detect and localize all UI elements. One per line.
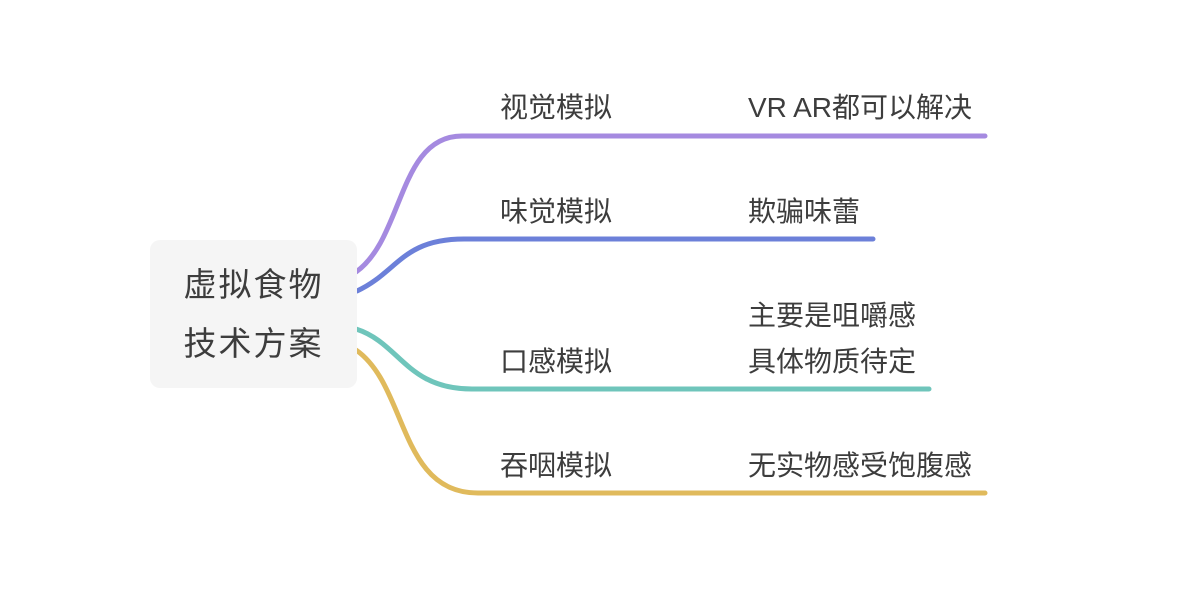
branch-connector-texture bbox=[353, 326, 932, 392]
branch-node-swallow[interactable]: 吞咽模拟 bbox=[500, 450, 613, 481]
branch-node-visual[interactable]: 视觉模拟 bbox=[500, 92, 613, 123]
branch-connector-taste bbox=[354, 236, 876, 294]
branch-note-visual[interactable]: VR AR都可以解决 bbox=[748, 92, 973, 123]
root-node-title-line2: 技术方案 bbox=[183, 325, 324, 362]
branch-connector-visual bbox=[353, 133, 988, 275]
root-node-title-line1: 虚拟食物 bbox=[183, 266, 324, 303]
branch-note-texture-1[interactable]: 主要是咀嚼感 bbox=[748, 300, 917, 331]
branch-node-texture[interactable]: 口感模拟 bbox=[500, 346, 613, 377]
branch-node-taste[interactable]: 味觉模拟 bbox=[500, 196, 613, 227]
branch-note-swallow[interactable]: 无实物感受饱腹感 bbox=[748, 450, 973, 481]
branch-note-texture-2[interactable]: 具体物质待定 bbox=[748, 346, 917, 377]
branch-note-taste[interactable]: 欺骗味蕾 bbox=[748, 196, 861, 227]
root-node[interactable]: 虚拟食物 技术方案 bbox=[150, 240, 357, 388]
branch-connector-swallow bbox=[353, 347, 988, 496]
